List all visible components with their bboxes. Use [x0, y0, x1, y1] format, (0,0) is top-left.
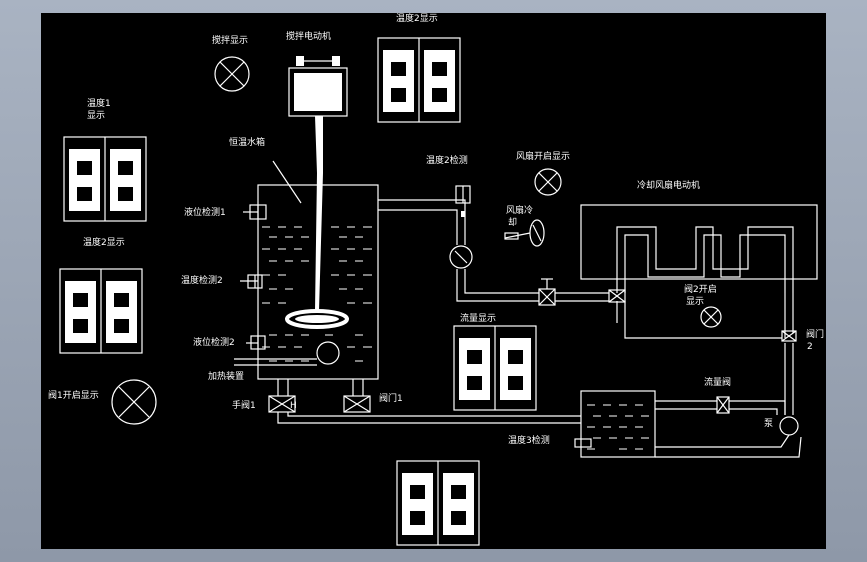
cooling-fan-icon [504, 219, 545, 247]
thermostatic-tank-icon [257, 160, 379, 380]
label-temp-detect2: 温度检测2 [181, 274, 223, 286]
temp2-sensor-icon [455, 185, 471, 217]
label-manual-valve1: 手阀1 [232, 399, 256, 411]
label-temp1-display-b: 显示 [87, 110, 105, 121]
label-fan-on-display: 风扇开启显示 [516, 150, 570, 162]
stir-motor-icon [288, 56, 348, 117]
heater-icon [234, 341, 340, 366]
pump-icon [779, 416, 799, 436]
label-thermostatic-tank: 恒温水箱 [229, 136, 265, 148]
label-cooling-fan-motor: 冷却风扇电动机 [637, 179, 700, 191]
label-pump: 泵 [764, 418, 773, 429]
label-valve1: 阀门1 [379, 392, 403, 404]
level-sensor2-icon [246, 335, 266, 350]
flow-display [453, 325, 537, 411]
schematic: 搅拌显示 搅拌电动机 温度2显示 温度1 显示 恒温水箱 温度2检测 风扇开启显… [48, 13, 824, 546]
label-valve2-a: 阀门 [806, 328, 824, 340]
label-valve1-on-display: 阀1开启显示 [48, 389, 99, 401]
stirrer-shaft-icon [285, 116, 349, 329]
bottom-display [396, 460, 480, 546]
label-valve2-on-a: 阀2开启 [684, 283, 717, 295]
collection-water-icon [587, 404, 649, 450]
label-valve2-on-b: 显示 [686, 296, 704, 307]
valve-a-icon [538, 278, 556, 306]
label-h-mark: H [290, 401, 297, 411]
label-flow-display: 流量显示 [460, 312, 496, 324]
label-temp3-detect: 温度3检测 [508, 434, 550, 446]
label-fan-cool-b: 却 [508, 217, 517, 228]
collection-tank-icon [580, 390, 656, 458]
cooler-box-icon [580, 204, 818, 293]
label-fan-cool-a: 风扇冷 [506, 204, 533, 216]
level-sensor1-icon [243, 204, 267, 220]
temp2-top-display: 88 [377, 37, 461, 123]
label-temp2-display-top: 温度2显示 [396, 13, 438, 24]
valve2-icon [781, 330, 797, 342]
valve2-on-indicator-icon [700, 306, 722, 328]
valve1-icon [343, 395, 371, 413]
label-flow-valve: 流量阀 [704, 376, 731, 388]
label-temp2-detect: 温度2检测 [426, 154, 468, 166]
label-heater: 加热装置 [208, 370, 244, 382]
label-stir-display: 搅拌显示 [212, 34, 248, 46]
temp3-sensor-icon [574, 438, 592, 448]
diagram-canvas: 搅拌显示 搅拌电动机 温度2显示 温度1 显示 恒温水箱 温度2检测 风扇开启显… [41, 13, 826, 549]
pipe-collection-loop [655, 400, 802, 458]
tank-water-icon [262, 226, 372, 362]
manual-valve1-icon [268, 395, 296, 413]
flow-valve-icon [716, 396, 730, 414]
temp1-display [63, 136, 147, 222]
inline-pump-icon [449, 245, 473, 269]
label-stir-motor: 搅拌电动机 [286, 30, 331, 42]
temp2-left-display [59, 268, 143, 354]
fan-on-indicator-icon [534, 168, 562, 196]
stir-indicator-icon [214, 56, 250, 92]
label-level-detect2: 液位检测2 [193, 336, 235, 348]
label-level-detect1: 液位检测1 [184, 206, 226, 218]
label-temp2-display-left: 温度2显示 [83, 236, 125, 248]
temp-sensor2-icon [240, 274, 263, 289]
pipe-tank-drain [277, 379, 581, 424]
valve1-on-indicator-icon [111, 379, 157, 425]
label-temp1-display-a: 温度1 [87, 97, 111, 109]
label-valve2-b: 2 [807, 342, 813, 352]
pipe-tank-to-cooler [378, 199, 782, 339]
